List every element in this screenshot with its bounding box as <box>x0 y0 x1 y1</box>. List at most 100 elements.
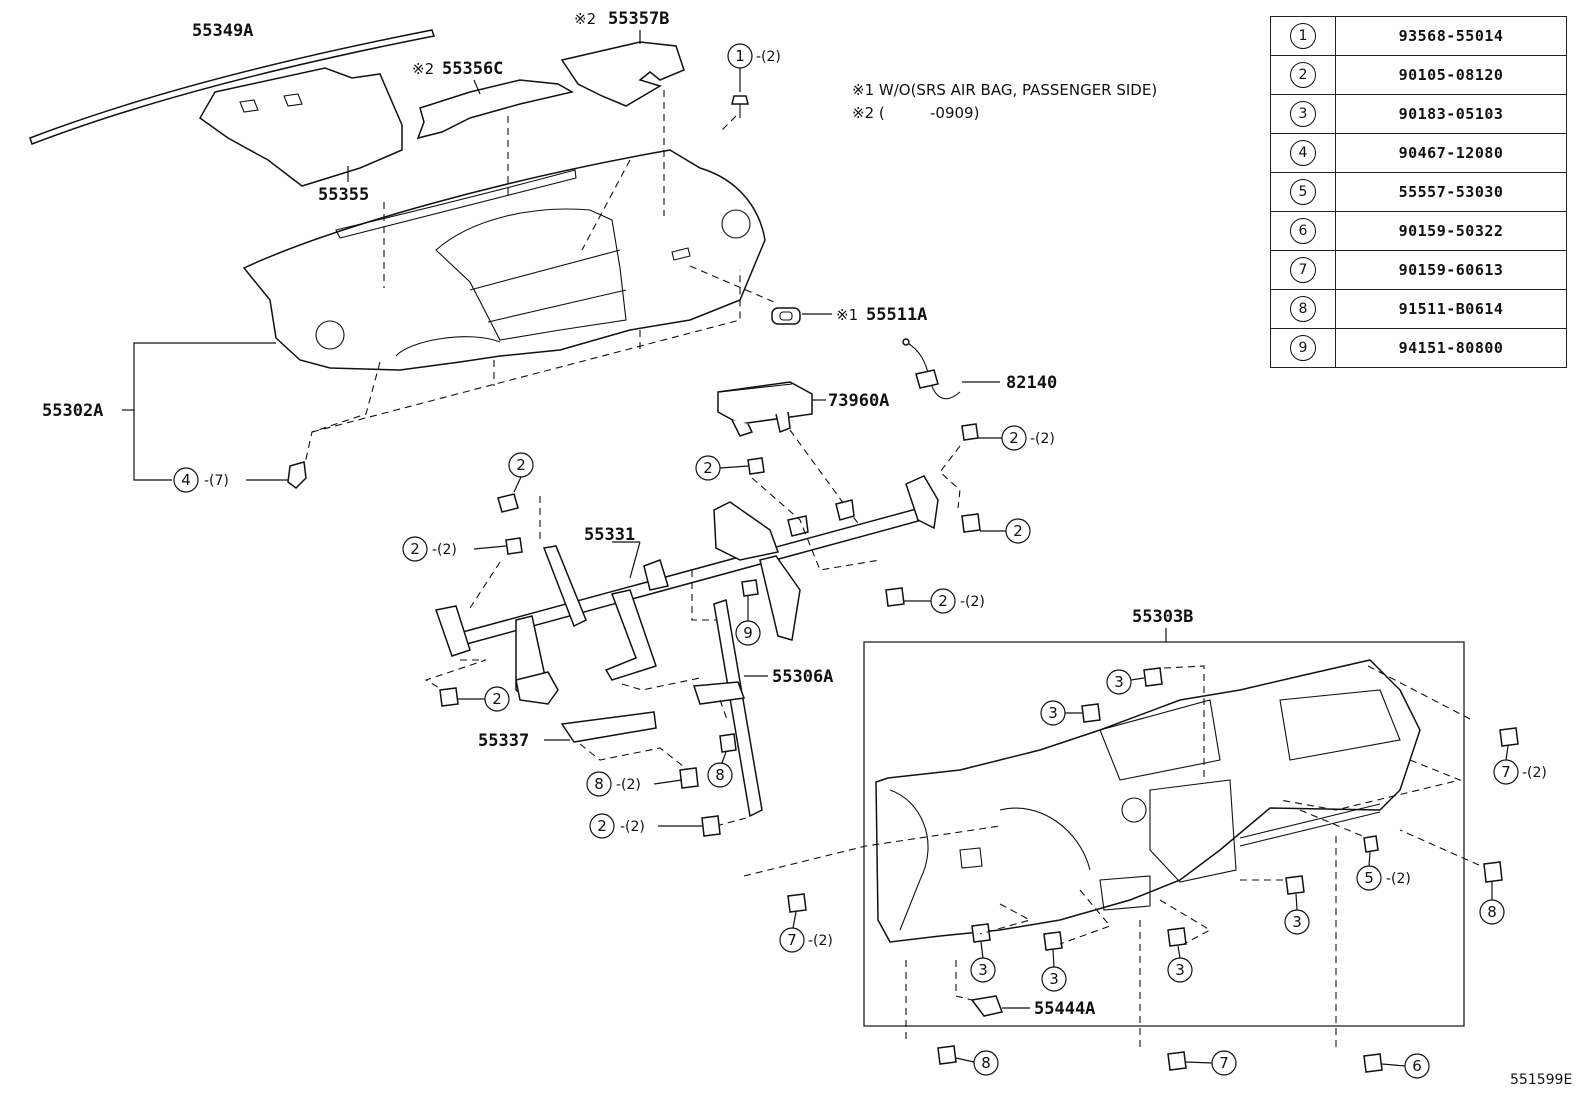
ref-number-badge: 1 <box>1290 23 1316 49</box>
label-55331: 55331 <box>584 525 635 545</box>
part-55331-reinforcement <box>435 475 939 705</box>
callout-8-a: 8 -(2) <box>586 771 641 797</box>
svg-text:8: 8 <box>594 775 604 793</box>
ref-number-badge: 5 <box>1290 179 1316 205</box>
part-bolt-1 <box>731 95 749 118</box>
part-55355-pad <box>199 67 403 187</box>
ref-part-number: 90183-05103 <box>1335 94 1567 134</box>
svg-text:3: 3 <box>1114 673 1124 691</box>
bolts-reinforcement <box>439 423 981 837</box>
callout-3-f: 3 <box>1167 957 1193 983</box>
ref-number-badge: 8 <box>1290 296 1316 322</box>
drawing-id: 551599E <box>1510 1072 1572 1088</box>
svg-text:8: 8 <box>981 1054 991 1072</box>
mark-55356C: ※2 <box>412 60 434 78</box>
bolts-panel <box>787 727 1519 1073</box>
part-clip-4 <box>287 461 307 489</box>
callout-7-c: 7 <box>1211 1050 1237 1076</box>
callout-9: 9 <box>735 620 761 646</box>
svg-text:3: 3 <box>1049 970 1059 988</box>
svg-text:-(2): -(2) <box>960 594 985 610</box>
clips-3 <box>971 667 1305 951</box>
svg-text:2: 2 <box>410 540 420 558</box>
part-55306A-brace <box>692 599 763 818</box>
part-73960A-airbag <box>717 381 813 437</box>
svg-text:8: 8 <box>715 766 725 784</box>
svg-text:-(2): -(2) <box>432 542 457 558</box>
svg-text:-(2): -(2) <box>1030 431 1055 447</box>
ref-part-number: 94151-80800 <box>1335 328 1567 368</box>
callout-2-b: 2 <box>695 455 721 481</box>
svg-text:-(7): -(7) <box>204 473 229 489</box>
part-55302A-instrument-panel <box>242 149 766 371</box>
label-55306A: 55306A <box>772 667 833 687</box>
ref-row: 9 94151-80800 <box>1270 328 1567 368</box>
label-82140: 82140 <box>1006 373 1057 393</box>
part-55357B-pad <box>560 41 685 107</box>
box-55303B <box>863 641 1465 1027</box>
ref-row: 6 90159-50322 <box>1270 211 1567 251</box>
svg-text:3: 3 <box>1292 913 1302 931</box>
svg-text:3: 3 <box>978 961 988 979</box>
callout-8-d: 8 <box>973 1050 999 1076</box>
svg-text:5: 5 <box>1364 869 1374 887</box>
mark-55357B: ※2 <box>574 10 596 28</box>
callout-8-c: 8 <box>1479 899 1505 925</box>
svg-text:-(2): -(2) <box>1522 765 1547 781</box>
part-55444A-bracket <box>970 995 1004 1017</box>
part-55303B-panel <box>875 659 1421 943</box>
ref-number-badge: 2 <box>1290 62 1316 88</box>
callout-3-a: 3 <box>1106 669 1132 695</box>
svg-text:-(2): -(2) <box>1386 871 1411 887</box>
ref-number-badge: 6 <box>1290 218 1316 244</box>
callout-6: 6 <box>1404 1053 1430 1079</box>
label-55355: 55355 <box>318 185 369 205</box>
mark-55511A: ※1 <box>836 306 858 324</box>
note-2-suffix: -0909) <box>930 104 979 122</box>
ref-part-number: 90159-60613 <box>1335 250 1567 290</box>
svg-text:3: 3 <box>1048 704 1058 722</box>
part-82140-wire <box>902 338 961 400</box>
svg-text:1: 1 <box>735 47 745 65</box>
label-55356C: 55356C <box>442 59 503 79</box>
callout-2-d: 2 <box>1005 518 1031 544</box>
svg-text:2: 2 <box>492 690 502 708</box>
svg-text:6: 6 <box>1412 1057 1422 1075</box>
svg-text:2: 2 <box>1013 522 1023 540</box>
svg-text:2: 2 <box>597 817 607 835</box>
part-55511A-clip <box>771 307 801 325</box>
svg-text:-(2): -(2) <box>808 933 833 949</box>
label-55302A: 55302A <box>42 401 103 421</box>
ref-part-number: 93568-55014 <box>1335 16 1567 56</box>
callout-3-e: 3 <box>1041 966 1067 992</box>
label-55349A: 55349A <box>192 21 253 41</box>
svg-text:2: 2 <box>938 592 948 610</box>
ref-number-badge: 9 <box>1290 335 1316 361</box>
svg-text:7: 7 <box>787 931 797 949</box>
label-73960A: 73960A <box>828 391 889 411</box>
ref-row: 3 90183-05103 <box>1270 94 1567 134</box>
label-55337: 55337 <box>478 731 529 751</box>
ref-number-badge: 4 <box>1290 140 1316 166</box>
callout-2-h: 2 -(2) <box>589 813 645 839</box>
ref-number-badge: 7 <box>1290 257 1316 283</box>
callout-2-c: 2 -(2) <box>402 536 457 562</box>
svg-text:2: 2 <box>516 456 526 474</box>
part-55349A-strip <box>29 29 435 145</box>
callout-2-e: 2 -(2) <box>1001 425 1055 451</box>
note-2-prefix: ※2 ( <box>852 104 885 122</box>
ref-number-badge: 3 <box>1290 101 1316 127</box>
label-55303B: 55303B <box>1132 607 1193 627</box>
svg-text:-(2): -(2) <box>620 819 645 835</box>
callout-7-a: 7 -(2) <box>1493 759 1547 785</box>
part-55337-brace <box>560 711 657 743</box>
ref-part-number: 90159-50322 <box>1335 211 1567 251</box>
callout-8-b: 8 <box>707 762 733 788</box>
ref-row: 1 93568-55014 <box>1270 16 1567 56</box>
callout-3-c: 3 <box>1284 909 1310 935</box>
